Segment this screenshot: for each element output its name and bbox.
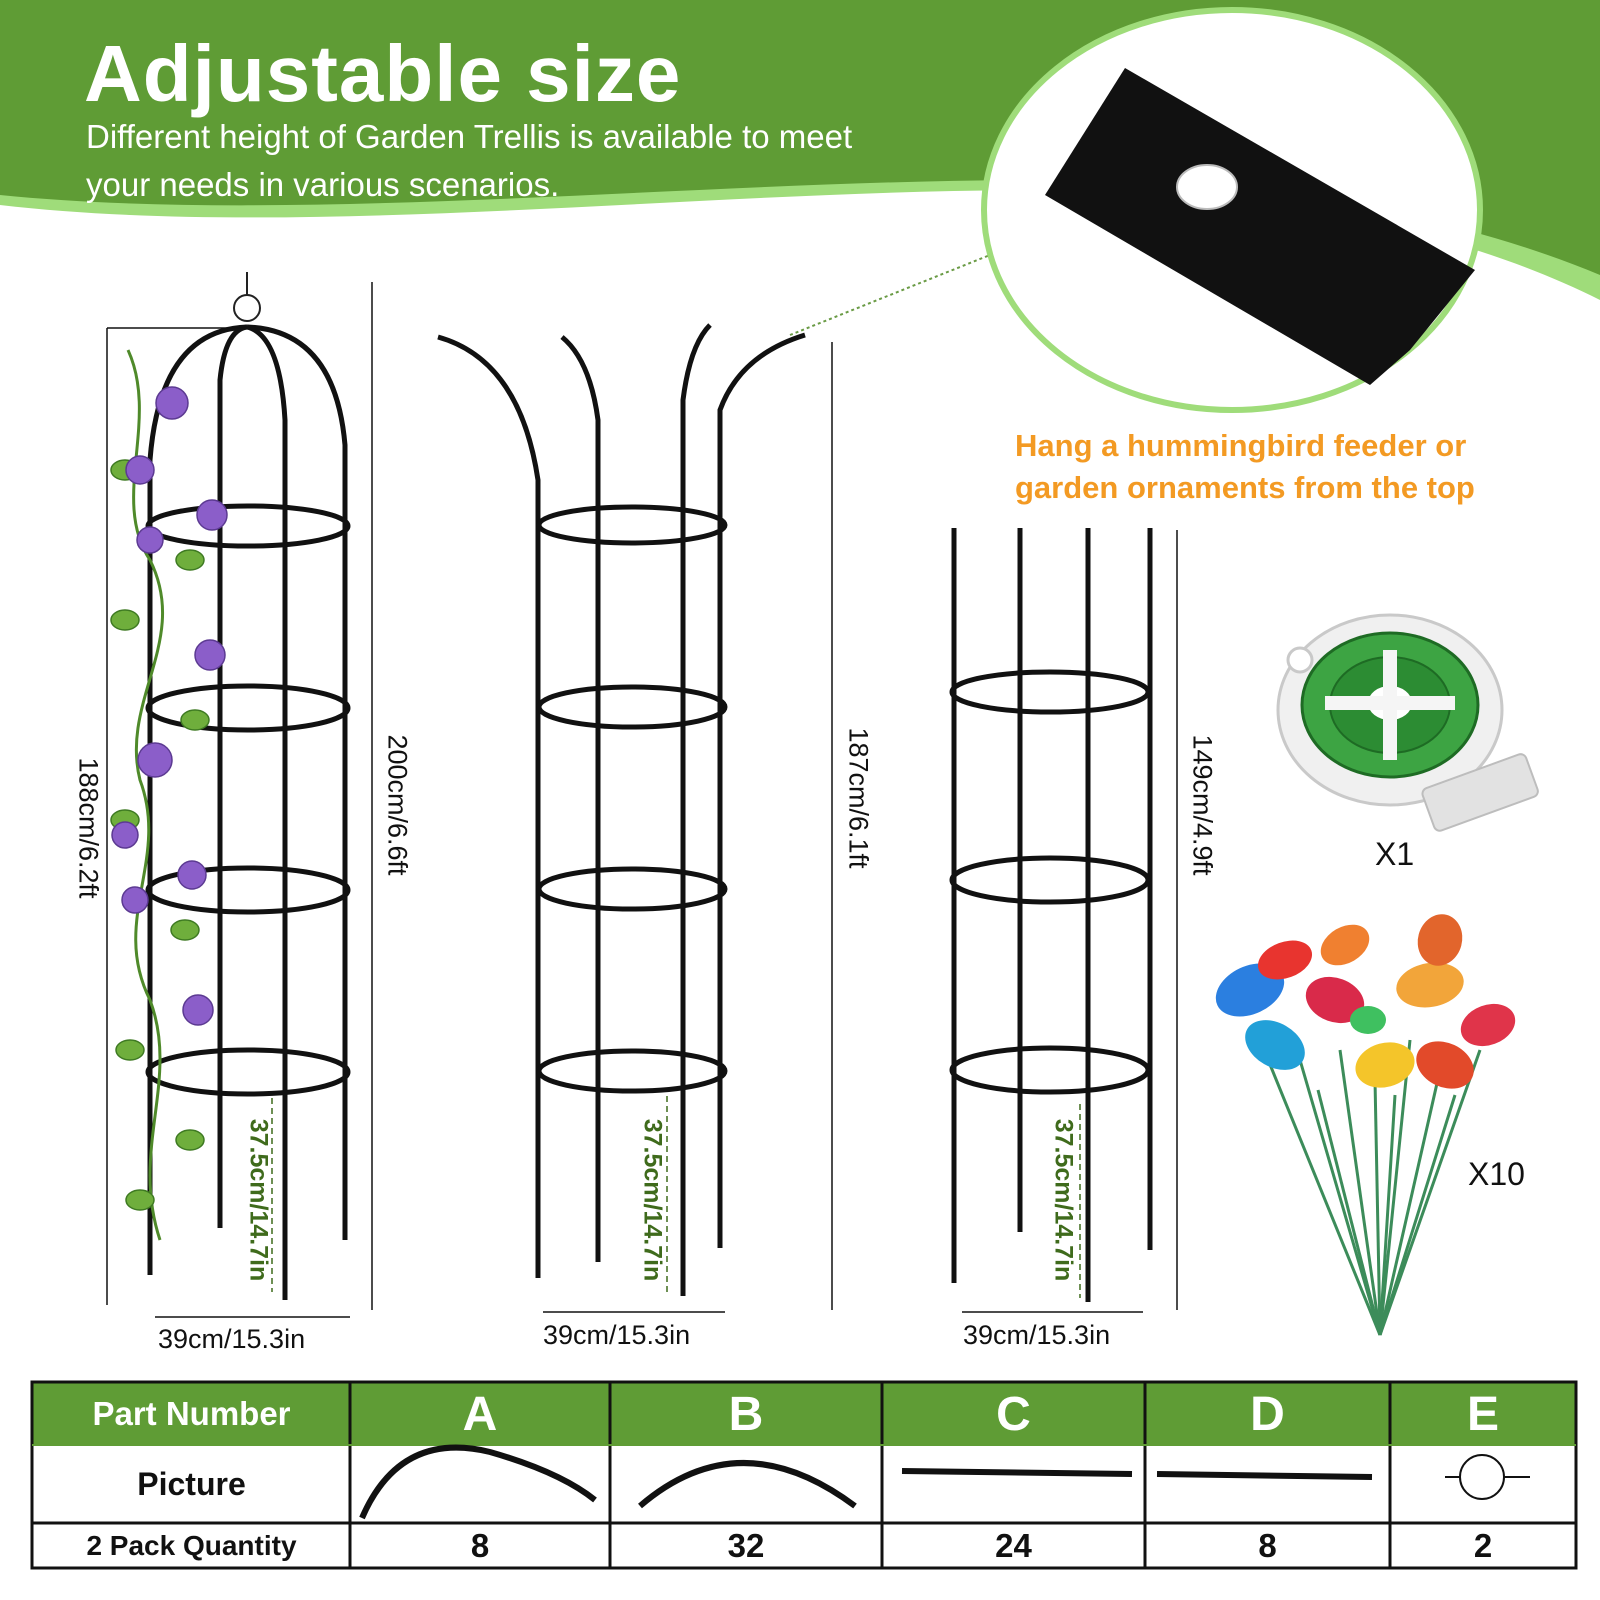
trellis-curved-dimensions	[543, 342, 833, 1313]
part-a-header: A	[352, 1384, 608, 1444]
trellis-curved-width: 39cm/15.3in	[543, 1320, 691, 1350]
part-c-letter: C	[996, 1387, 1031, 1441]
part-c-qty-cell: 24	[884, 1525, 1143, 1566]
subtitle-line-1: Different height of Garden Trellis is av…	[86, 118, 853, 155]
part-b-qty-cell: 32	[612, 1525, 880, 1566]
trellis-dome	[145, 324, 351, 1300]
table-header-label-cell: Part Number	[35, 1384, 348, 1444]
zoom-callout	[789, 7, 1483, 413]
part-b-qty: 32	[727, 1526, 765, 1564]
trellis-curved-height: 187cm/6.1ft	[843, 727, 874, 869]
trellis-curved-ring-gap: 37.5cm/14.7in	[638, 1118, 667, 1282]
trellis-curved	[437, 323, 806, 1296]
part-e-letter: E	[1466, 1387, 1499, 1441]
trellis-straight-ring-gap: 37.5cm/14.7in	[1049, 1118, 1078, 1282]
trellis-straight	[949, 528, 1153, 1302]
part-e-qty: 2	[1473, 1526, 1493, 1564]
part-d-letter: D	[1250, 1387, 1285, 1441]
part-d-straight-rod	[1156, 1471, 1373, 1480]
part-b-header: B	[612, 1384, 880, 1444]
part-b-arc-rod	[638, 1460, 857, 1509]
part-d-header: D	[1147, 1384, 1388, 1444]
trellis-dome-ring-gap: 37.5cm/14.7in	[244, 1118, 273, 1282]
trellis-straight-dimensions	[962, 530, 1178, 1313]
picture-row-label: Picture	[137, 1465, 246, 1502]
parts-table-grid	[30, 1380, 1578, 1570]
trellis-dome-inner-height: 188cm/6.2ft	[73, 757, 104, 899]
top-connector-plate	[1045, 68, 1475, 385]
part-e-header: E	[1392, 1384, 1574, 1444]
part-c-header: C	[884, 1384, 1143, 1444]
picture-row-label-cell: Picture	[35, 1446, 348, 1522]
butterfly-stakes	[1215, 914, 1516, 1336]
trellis-dome-width: 39cm/15.3in	[158, 1324, 306, 1354]
trellis-straight-width: 39cm/15.3in	[963, 1320, 1111, 1350]
callout-line-2: garden ornaments from the top	[1015, 470, 1475, 505]
garden-wire-spool	[1276, 613, 1539, 832]
part-a-qty-cell: 8	[352, 1525, 608, 1566]
hanging-hole	[1176, 164, 1238, 210]
morning-glory-vine	[110, 349, 228, 1241]
part-a-letter: A	[462, 1387, 498, 1441]
table-header-label: Part Number	[92, 1395, 291, 1432]
subtitle-line-2: your needs in various scenarios.	[86, 166, 560, 203]
part-e-hanging-ring	[1445, 1454, 1530, 1500]
wire-quantity: X1	[1375, 836, 1415, 872]
part-b-letter: B	[728, 1387, 764, 1441]
trellis-dome-outer-height: 200cm/6.6ft	[382, 734, 413, 876]
part-c-qty: 24	[995, 1526, 1032, 1564]
trellis-dome-hook	[233, 272, 261, 322]
quantity-row-label-cell: 2 Pack Quantity	[35, 1525, 348, 1566]
callout-line-1: Hang a hummingbird feeder or	[1015, 428, 1467, 463]
part-a-qty: 8	[470, 1526, 490, 1564]
quantity-row-label: 2 Pack Quantity	[86, 1529, 297, 1561]
butterfly-quantity: X10	[1468, 1156, 1525, 1192]
part-d-qty: 8	[1258, 1526, 1277, 1564]
trellis-straight-height: 149cm/4.9ft	[1187, 734, 1218, 876]
part-e-qty-cell: 2	[1392, 1525, 1574, 1566]
part-a-curved-rod	[359, 1444, 597, 1520]
trellis-dome-dimensions	[106, 282, 373, 1318]
part-d-qty-cell: 8	[1147, 1525, 1388, 1566]
page-title: Adjustable size	[84, 29, 682, 118]
part-c-straight-rod	[901, 1468, 1133, 1477]
part-pictures	[359, 1444, 1530, 1520]
